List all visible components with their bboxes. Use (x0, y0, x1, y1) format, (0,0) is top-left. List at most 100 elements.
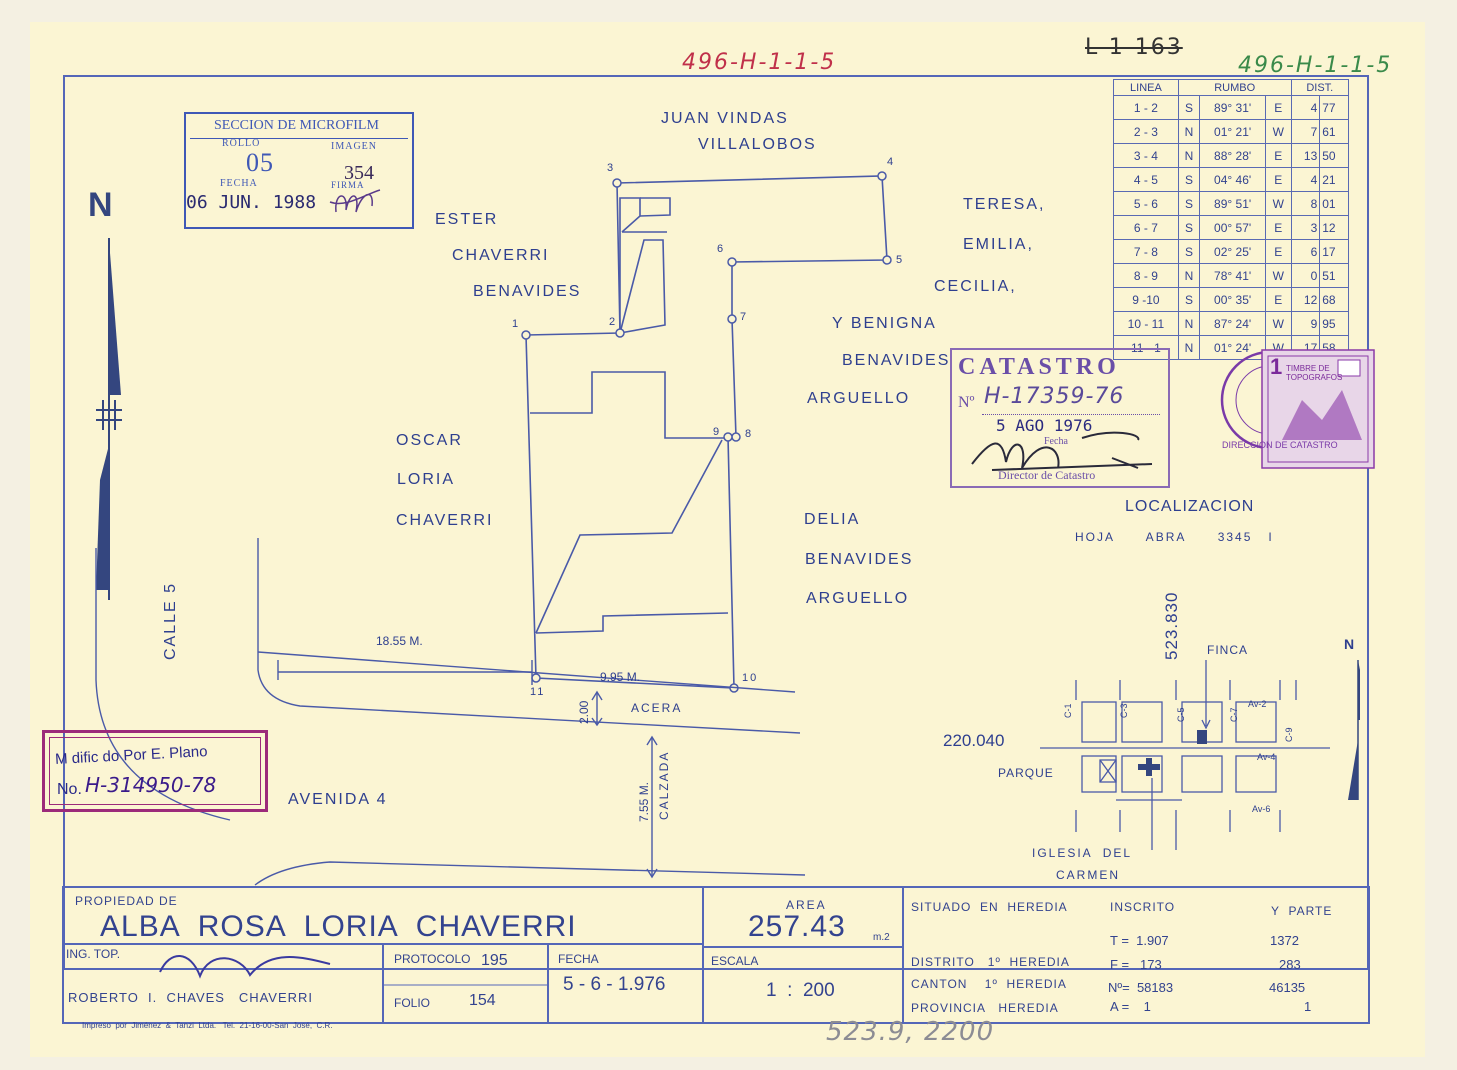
coord-horizontal: 220.040 (943, 731, 1005, 750)
location-map (1040, 660, 1360, 850)
bearing-cell: 7 (1290, 119, 1321, 144)
rollo-value: 05 (246, 148, 274, 177)
catastro-number: H-17359-76 (984, 384, 1125, 409)
catastro-seal-icon (1220, 349, 1375, 469)
vertex-11: 11 (530, 686, 546, 698)
bearing-cell: E (1265, 215, 1292, 240)
inscrito-folio: F = 173 (1110, 957, 1162, 972)
neighbor-west-top-1: ESTER (435, 211, 499, 228)
bearing-cell: E (1265, 287, 1292, 312)
fecha-value: 5 - 6 - 1.976 (563, 974, 666, 995)
engineer-name: ROBERTO I. CHAVES CHAVERRI (68, 990, 314, 1005)
parte-numero: 46135 (1269, 980, 1306, 995)
modification-line-1: M dific do Por E. Plano (54, 743, 208, 768)
area-label: AREA (786, 898, 827, 912)
bearing-cell: E (1265, 95, 1292, 120)
file-code-red: 496-H-1-1-5 (682, 50, 837, 75)
bearing-cell: 61 (1319, 119, 1349, 144)
bearing-cell: 7 - 8 (1113, 239, 1179, 264)
bearing-cell: 8 - 9 (1113, 263, 1179, 288)
rollo-label: ROLLO (222, 138, 261, 149)
bearing-cell: 0 (1290, 263, 1321, 288)
escala-value: 1 : 200 (766, 980, 835, 1001)
bearing-cell: 1 - 2 (1113, 95, 1179, 120)
map-street-c5: C-5 (1176, 707, 1186, 722)
col-rumbo: RUMBO (1177, 79, 1292, 96)
vertex-4: 4 (887, 156, 896, 168)
bearing-cell: 00° 35' (1199, 287, 1267, 312)
bearing-cell: 2 - 3 (1113, 119, 1179, 144)
neighbor-east-top-2: EMILIA, (963, 236, 1034, 253)
file-code-green: 496-H-1-1-5 (1238, 53, 1393, 78)
bearing-cell: 50 (1319, 143, 1349, 168)
neighbor-north-2: VILLALOBOS (698, 136, 817, 153)
vertex-1: 1 (512, 318, 521, 330)
bearing-cell: 95 (1319, 311, 1349, 336)
iglesia-label-2: CARMEN (1056, 868, 1121, 882)
bearing-cell: 12 (1290, 287, 1321, 312)
bearing-cell: N (1177, 119, 1201, 144)
neighbor-east-top-3: CECILIA, (934, 278, 1017, 295)
catastro-date: 5 AGO 1976 (996, 416, 1093, 435)
bearing-cell: 04° 46' (1199, 167, 1267, 192)
bearing-cell: 17 (1319, 239, 1349, 264)
neighbor-west-1: OSCAR (396, 432, 463, 449)
bearing-cell: 6 - 7 (1113, 215, 1179, 240)
catastro-signature-icon (971, 431, 1153, 471)
timbre-value: 1 (1270, 354, 1283, 379)
bearing-cell: W (1265, 191, 1292, 216)
location-north-label: N (1344, 636, 1355, 652)
parte-label: Y PARTE (1271, 904, 1333, 918)
map-street-c9: C-9 (1284, 727, 1294, 742)
localizacion-title: LOCALIZACION (1125, 498, 1255, 515)
bearing-cell: N (1177, 263, 1201, 288)
neighbor-east-top-6: ARGUELLO (807, 390, 911, 407)
neighbor-east-top-1: TERESA, (963, 196, 1046, 213)
neighbor-east-top-4: Y BENIGNA (832, 315, 937, 332)
neighbor-north-1: JUAN VINDAS (661, 110, 789, 127)
coord-vertical: 523.830 (1162, 591, 1181, 660)
fecha-label: FECHA (220, 178, 258, 189)
bearing-cell: 21 (1319, 167, 1349, 192)
bearing-cell: 68 (1319, 287, 1349, 312)
microfilm-date: 06 JUN. 1988 (186, 192, 317, 213)
bearing-cell: S (1177, 95, 1201, 120)
map-avenue-6: Av-6 (1252, 804, 1271, 814)
neighbor-west-2: LORIA (397, 471, 456, 488)
fecha-label: FECHA (558, 952, 599, 966)
dimension-7-55: 7.55 M. (637, 781, 651, 822)
bearing-cell: N (1177, 143, 1201, 168)
bearing-cell: 51 (1319, 263, 1349, 288)
folio-label: FOLIO (394, 996, 431, 1010)
microfilm-title: SECCION DE MICROFILM (214, 118, 379, 133)
bearing-cell: 10 - 11 (1113, 311, 1179, 336)
neighbor-west-top-3: BENAVIDES (473, 283, 582, 300)
bearing-cell: 8 (1290, 191, 1321, 216)
bearing-cell: 89° 31' (1199, 95, 1267, 120)
owner-name: ALBA ROSA LORIA CHAVERRI (100, 910, 577, 943)
protocolo-label: PROTOCOLO (394, 952, 471, 966)
imagen-label: IMAGEN (331, 141, 377, 152)
bearing-cell: N (1177, 311, 1201, 336)
bearing-cell: 4 - 5 (1113, 167, 1179, 192)
modification-no-label: No. (57, 781, 82, 798)
printer-credit: Impreso por Jiménez & Tanzi Ltda. Tel. 2… (82, 1021, 333, 1030)
catastro-no-label: Nº (958, 394, 975, 411)
bearing-cell: 01° 21' (1199, 119, 1267, 144)
neighbor-east-2: BENAVIDES (805, 551, 914, 568)
parte-tomo: 1372 (1270, 933, 1299, 948)
map-street-c3: C-3 (1119, 703, 1129, 718)
dimension-9-95: 9.95 M. (600, 670, 641, 684)
bearing-cell: 9 -10 (1113, 287, 1179, 312)
bearing-cell: S (1177, 167, 1201, 192)
map-street-c7: C-7 (1229, 707, 1239, 722)
col-dist: DIST. (1290, 79, 1350, 96)
acera-label: ACERA (631, 701, 683, 715)
